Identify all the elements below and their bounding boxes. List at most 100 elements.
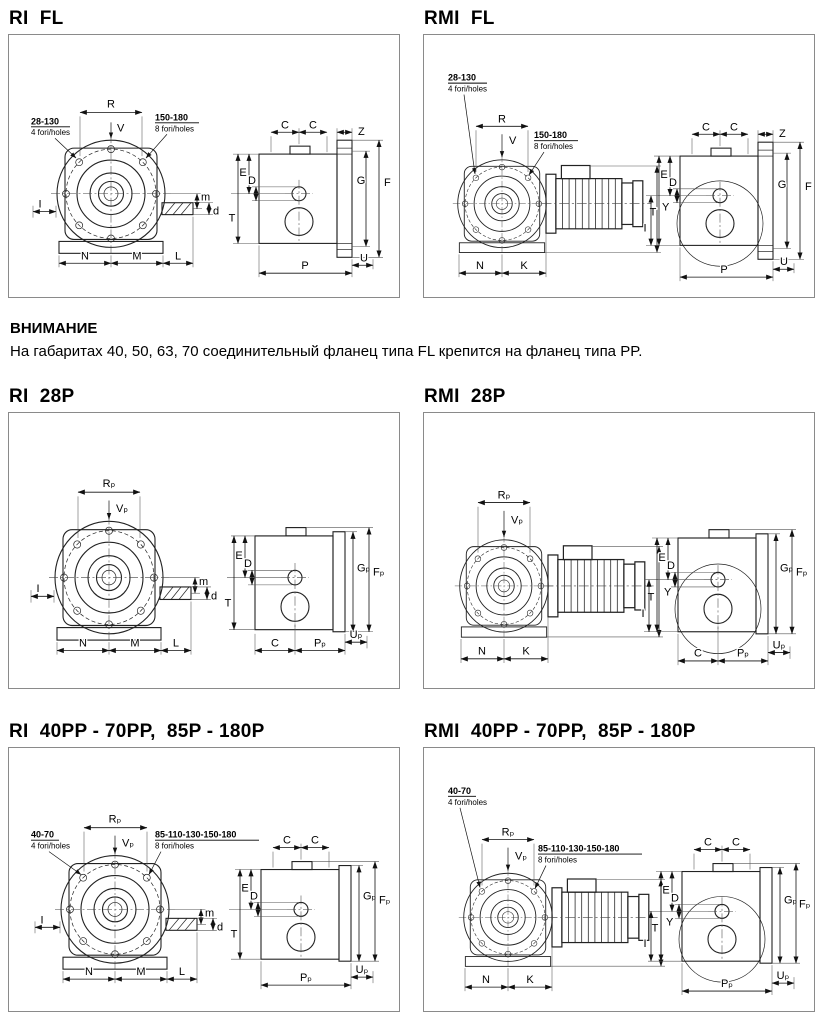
dim-label-t: T [229, 213, 236, 225]
dim-label-fp: Fₚ [379, 894, 391, 906]
dim-label-rp: Rₚ [502, 827, 515, 839]
dim-label-k: K [520, 260, 528, 272]
dim-label-dd: D [244, 558, 252, 570]
dim-label-e: E [658, 552, 665, 564]
warning-note: ВНИМАНИЕ На габаритах 40, 50, 63, 70 сое… [10, 320, 815, 360]
dim-label-gp: Gₚ [780, 562, 793, 574]
dim-label-gp: Gₚ [363, 890, 377, 902]
dim-label-z: Z [779, 128, 786, 140]
drawing-box-ri-fl: R V 28-130 4 fori/holes 150-180 8 fori/h… [8, 34, 400, 298]
dim-label-u: U [780, 256, 788, 268]
dim-label-dd: D [669, 177, 677, 189]
dim-label-fp: Fₚ [373, 566, 385, 578]
dim-label-vp: Vₚ [511, 514, 523, 526]
flange-note-small: 40-70 [31, 830, 54, 840]
rmi-fl-drawing: 28-130 4 fori/holes R V 150-180 8 fori/h… [447, 71, 813, 282]
motor-outline-circle [676, 180, 764, 267]
row-40pp-180p: RI 40PP - 70PP, 85P - 180P 40-70 4 fori/… [8, 721, 815, 1012]
dim-label-r: R [498, 113, 506, 125]
flange-note-small-sub: 4 fori/holes [448, 798, 487, 807]
motor [546, 878, 659, 948]
dim-label-k: K [526, 974, 534, 986]
dim-label-vp: Vₚ [122, 838, 134, 850]
front-view: R V 28-130 4 fori/holes 150-180 8 fori/h… [30, 97, 220, 268]
dim-label-f: F [805, 181, 812, 193]
dim-label-e: E [662, 884, 669, 896]
dim-label-v: V [117, 122, 125, 134]
dim-label-c: C [271, 637, 279, 649]
dim-label-vp: Vₚ [116, 503, 128, 515]
dim-label-mm: M [136, 966, 145, 978]
dim-label-rp: Rₚ [103, 478, 116, 490]
drawing-box-rmi-fl: 28-130 4 fori/holes R V 150-180 8 fori/h… [423, 34, 815, 298]
flange-note-big: 85-110-130-150-180 [538, 844, 619, 854]
dim-label-n: N [476, 260, 484, 272]
drawing-box-ri-28p: Rₚ Vₚ I m d [8, 412, 400, 689]
dim-label-i: I [643, 223, 646, 235]
side-view: C C Z E D T [642, 120, 813, 282]
flange-note-small: 28-130 [448, 73, 476, 83]
dim-label-c1: C [704, 837, 712, 849]
dim-label-c2: C [732, 837, 740, 849]
panel-title-ri-40pp-180p: RI 40PP - 70PP, 85P - 180P [9, 721, 265, 742]
front-view: Rₚ Vₚ I m d [30, 476, 218, 655]
motor [540, 164, 653, 234]
dim-label-gp: Gₚ [357, 562, 370, 574]
dim-label-n: N [85, 966, 93, 978]
dim-label-u: U [360, 252, 368, 264]
dim-label-c1: C [281, 119, 289, 131]
flange-note-big-sub: 8 fori/holes [155, 124, 194, 133]
side-view: E D T I Gₚ Fₚ [640, 529, 809, 666]
dim-label-i: I [38, 199, 41, 211]
panel-ri-fl: RI FL R V 28-130 4 fori/holes 150- [8, 8, 400, 298]
warning-title: ВНИМАНИЕ [10, 320, 98, 337]
panel-rmi-fl: RMI FL 28-130 4 fori/holes R V [423, 8, 815, 298]
side-view: C C Z E D T [227, 118, 392, 278]
front-view: 40-70 4 fori/holes Rₚ Vₚ 85-110-130-150-… [447, 785, 675, 992]
dim-label-t: T [231, 928, 238, 940]
panel-title-rmi-fl: RMI FL [424, 8, 495, 29]
dim-label-t: T [225, 598, 232, 610]
flange-note-big-sub: 8 fori/holes [155, 842, 194, 851]
dim-label-i: I [641, 608, 644, 620]
dim-label-k: K [522, 645, 530, 657]
flange-note-small-sub: 4 fori/holes [448, 85, 487, 94]
dim-label-c1: C [702, 121, 710, 133]
panel-ri-28p: RI 28P Rₚ Vₚ I m [8, 386, 400, 689]
flange-note-big: 150-180 [534, 130, 567, 140]
panel-ri-40pp-180p: RI 40PP - 70PP, 85P - 180P 40-70 4 fori/… [8, 721, 400, 1012]
side-view: C C E D T Gₚ [229, 833, 392, 990]
dim-label-v: V [509, 135, 517, 147]
motor [542, 545, 655, 618]
dim-label-n: N [79, 637, 87, 649]
rmi-28p-drawing: Rₚ Vₚ Y N K [454, 488, 809, 666]
ri-fl-drawing: R V 28-130 4 fori/holes 150-180 8 fori/h… [30, 97, 392, 278]
side-view: C C E D T I [642, 835, 812, 996]
dim-label-z: Z [358, 126, 365, 138]
panel-title-rmi-28p: RMI 28P [424, 386, 506, 407]
warning-body: На габаритах 40, 50, 63, 70 соединительн… [10, 343, 643, 360]
dim-label-e: E [241, 882, 248, 894]
panel-title-ri-28p: RI 28P [9, 386, 75, 407]
dim-label-rp: Rₚ [498, 489, 511, 501]
dim-label-c1: C [283, 835, 291, 847]
side-view: E D T Gₚ Fₚ [223, 527, 386, 655]
dim-label-dd: D [250, 890, 258, 902]
flange-note-big-sub: 8 fori/holes [534, 142, 573, 151]
dim-label-n: N [81, 250, 89, 262]
dim-label-d: d [213, 206, 219, 218]
dim-label-f: F [384, 177, 391, 189]
front-view: 28-130 4 fori/holes R V 150-180 8 fori/h… [447, 71, 671, 278]
dim-label-pp: Pₚ [314, 637, 326, 649]
ri-40pp-drawing: 40-70 4 fori/holes Rₚ Vₚ 85-110-130-150-… [30, 812, 392, 990]
front-view: Rₚ Vₚ Y N K [454, 488, 673, 663]
dim-label-pp: Pₚ [721, 978, 733, 990]
dim-label-up: Uₚ [350, 629, 363, 641]
dim-label-g: G [357, 175, 366, 187]
dim-label-l: L [173, 637, 179, 649]
dim-label-rp: Rₚ [109, 814, 122, 826]
panel-title-ri-fl: RI FL [9, 8, 64, 29]
dim-label-g: G [778, 179, 787, 191]
panel-rmi-28p: RMI 28P Rₚ Vₚ Y [423, 386, 815, 689]
dim-label-l: L [175, 250, 181, 262]
